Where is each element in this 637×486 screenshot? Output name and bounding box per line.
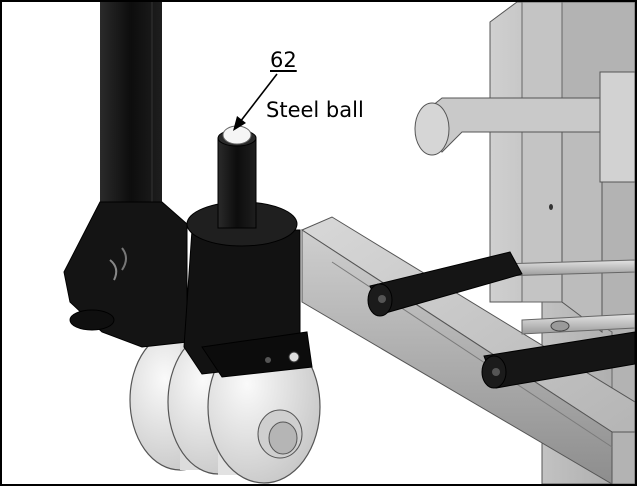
link-arm-upper: [367, 251, 523, 317]
swivel-housing: [63, 201, 188, 348]
arrowhead-icon: [233, 116, 246, 131]
vertical-post: [100, 2, 162, 222]
callout-leader: [233, 73, 278, 131]
bracket-arm: [414, 71, 635, 333]
guide-rods: [499, 259, 635, 335]
ball-stem: [217, 129, 257, 229]
callout-number: 62: [270, 48, 297, 72]
link-arm-lower: [481, 331, 635, 389]
steel-ball: [222, 125, 252, 145]
callout-label: Steel ball: [266, 98, 364, 122]
